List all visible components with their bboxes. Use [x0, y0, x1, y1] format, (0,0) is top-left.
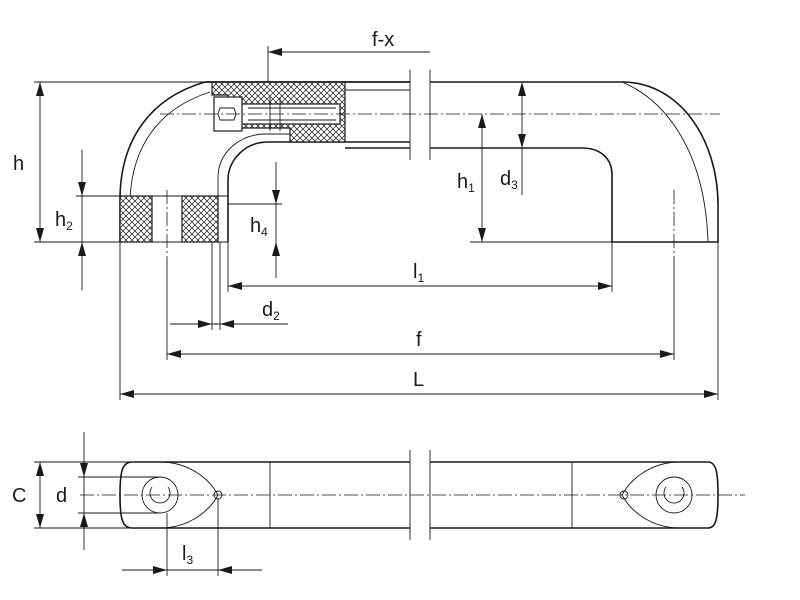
- label-d: d: [56, 485, 67, 507]
- top-view: [80, 450, 745, 540]
- arrowhead: [198, 320, 212, 328]
- label-h1: h1: [457, 171, 475, 195]
- arrowhead: [272, 242, 280, 256]
- arrowhead: [598, 282, 612, 290]
- arrowhead: [80, 463, 88, 477]
- arrowhead: [660, 350, 674, 358]
- left-leg-inner-profile: [227, 141, 410, 242]
- arrowhead: [36, 82, 44, 96]
- arrowhead: [167, 350, 181, 358]
- arrowhead: [478, 228, 486, 242]
- arrowhead: [478, 114, 486, 128]
- right-leg-outer-profile: [430, 81, 719, 243]
- arrowhead: [36, 462, 44, 476]
- foot-pad-right-section: [181, 195, 219, 243]
- label-h4: h4: [250, 215, 268, 239]
- label-L: L: [413, 369, 424, 391]
- right-mount-hole-inner: [663, 486, 685, 504]
- left-mount-hole-inner: [149, 486, 171, 504]
- label-d3: d3: [500, 168, 518, 192]
- arrowhead: [228, 282, 242, 290]
- arrowhead: [120, 390, 134, 398]
- label-l1: l1: [413, 261, 424, 285]
- arrowhead: [218, 566, 232, 574]
- arrowhead: [36, 514, 44, 528]
- label-h: h: [13, 153, 24, 175]
- label-f: f: [416, 329, 422, 351]
- front-view: [119, 70, 720, 258]
- arrowhead: [268, 48, 282, 56]
- label-C: C: [12, 485, 26, 507]
- arrowhead: [272, 190, 280, 204]
- label-f-x: f-x: [372, 29, 394, 51]
- right-leg-highlight: [621, 81, 709, 243]
- arrowhead: [704, 390, 718, 398]
- foot-pad-left-section: [119, 195, 153, 243]
- left-leg-outer-skin: [129, 91, 211, 201]
- label-d2: d2: [262, 299, 280, 323]
- left-leg-inner-skin: [217, 133, 345, 242]
- arrowhead: [153, 566, 167, 574]
- label-l3: l3: [182, 543, 193, 567]
- arrowhead: [78, 242, 86, 256]
- left-leg-outer-profile: [119, 81, 410, 242]
- arrowhead: [80, 513, 88, 527]
- arrowhead: [220, 320, 234, 328]
- label-h2: h2: [55, 209, 73, 233]
- arrowhead: [518, 134, 526, 148]
- front-dimensions: f-x h h2 h4 h1: [13, 29, 719, 400]
- arrowhead: [518, 82, 526, 96]
- top-dimensions: C d l3: [12, 432, 262, 576]
- arrowhead: [36, 228, 44, 242]
- arrowhead: [78, 182, 86, 196]
